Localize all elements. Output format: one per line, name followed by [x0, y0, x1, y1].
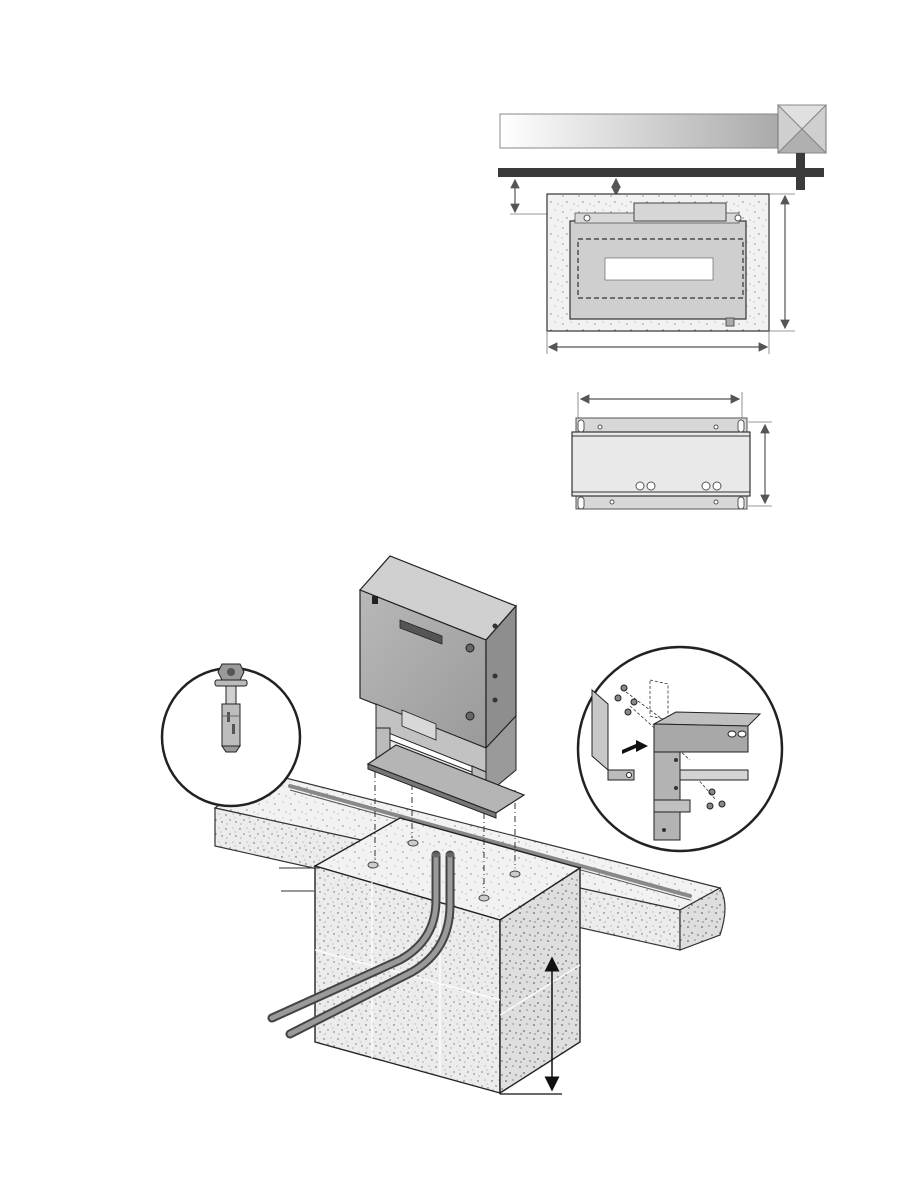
conduit-hole — [702, 482, 710, 490]
gate-operator-unit — [360, 556, 524, 818]
gate-operator-top-view — [498, 105, 826, 354]
anchor-hole — [479, 895, 489, 901]
operator-label-area — [605, 258, 713, 280]
anchor-hole — [408, 840, 418, 846]
bracket-assembly-detail — [578, 647, 782, 851]
concrete-pad-installation-view — [162, 556, 782, 1094]
anchor-hole — [510, 871, 520, 877]
mounting-base-frame — [572, 432, 750, 496]
gate-post-stem — [796, 153, 805, 190]
gate-post — [778, 105, 826, 153]
conduit-hole — [636, 482, 644, 490]
anchor-bolt-detail — [162, 664, 300, 806]
mounting-base-top-view — [572, 392, 772, 509]
conduit-hole — [647, 482, 655, 490]
anchor-hole — [368, 862, 378, 868]
operator-motor-cover — [634, 203, 726, 221]
gear-rack — [498, 168, 824, 177]
bracket-plate — [592, 690, 608, 770]
operator-lock-icon — [372, 596, 378, 604]
gate-panel — [500, 114, 780, 148]
conduit-hole — [713, 482, 721, 490]
